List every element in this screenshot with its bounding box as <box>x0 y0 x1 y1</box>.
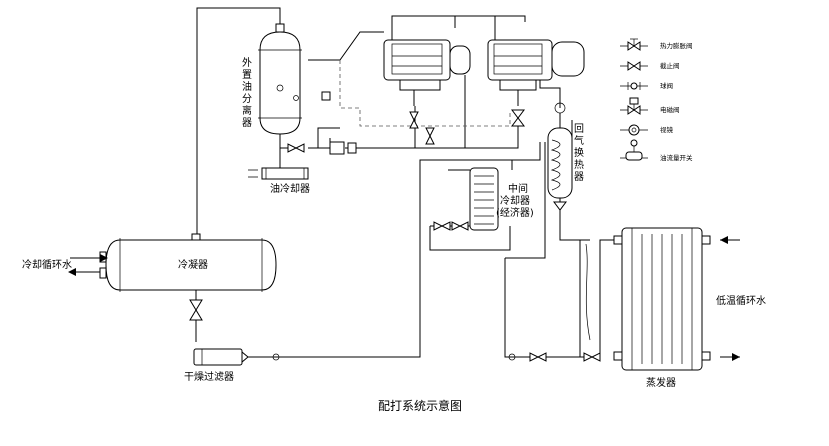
oil-cooler-label: 油冷却器 <box>270 182 310 195</box>
intermediate-cooler <box>469 167 499 231</box>
gas-hx-label-char: 换 <box>574 146 584 159</box>
gas-hx-label-char: 热 <box>574 158 584 171</box>
flow-arrows <box>68 236 740 361</box>
intermediate-cooler-label-line: (经济器) <box>496 206 534 219</box>
evaporator <box>613 227 711 371</box>
cooling-water-label: 冷却循环水 <box>22 258 72 271</box>
legend-label: 热力膨胀阀 <box>660 41 693 50</box>
solenoid-valve-icon <box>620 97 648 115</box>
oil-separator <box>258 23 331 135</box>
intermediate-cooler-label-line: 冷却器 <box>500 194 530 207</box>
piping <box>70 7 740 358</box>
legend-label: 视镜 <box>660 125 674 134</box>
low-temp-water-label: 低温循环水 <box>716 294 766 307</box>
compressor-1 <box>383 39 471 106</box>
evaporator-label: 蒸发器 <box>646 376 676 389</box>
gas-heat-exchanger <box>547 102 573 199</box>
oil-separator-label-char: 离 <box>242 104 252 117</box>
oil-cooler <box>248 167 309 180</box>
valves <box>189 109 601 362</box>
oil-separator-label: 外 置 油 分 离 器 <box>242 57 252 129</box>
condenser-label: 冷凝器 <box>178 258 208 271</box>
oil-separator-label-char: 器 <box>242 117 252 129</box>
stop-valve-icon <box>620 61 648 71</box>
gas-hx-label: 回 气 换 热 器 <box>574 123 584 183</box>
condenser <box>99 233 277 292</box>
filter-drier-label: 干燥过滤器 <box>184 370 234 383</box>
compressor-2 <box>487 39 585 106</box>
diagram-title: 配打系统示意图 <box>378 398 462 413</box>
legend-label: 电磁阀 <box>660 105 680 114</box>
gas-hx-label-char: 器 <box>574 171 584 183</box>
oil-separator-label-char: 外 <box>242 57 252 69</box>
intermediate-cooler-label-line: 中间 <box>508 182 528 195</box>
intermediate-cooler-label: 中间 冷却器 (经济器) <box>496 182 534 219</box>
legend: 热力膨胀阀 截止阀 球阀 电磁阀 <box>620 38 693 162</box>
oil-separator-label-char: 油 <box>242 80 252 93</box>
legend-label: 截止阀 <box>660 61 680 70</box>
thermal-expansion-valve-icon <box>620 38 648 51</box>
oil-separator-label-char: 置 <box>242 69 252 81</box>
ball-valve-icon <box>620 82 648 90</box>
gas-hx-label-char: 回 <box>574 123 584 135</box>
legend-label: 球阀 <box>660 81 673 90</box>
legend-label: 油流量开关 <box>660 153 693 162</box>
gas-hx-label-char: 气 <box>574 134 584 147</box>
oil-separator-label-char: 分 <box>242 93 252 105</box>
sight-glass-icon <box>620 124 648 136</box>
filter-drier <box>193 348 280 366</box>
flow-switch-icon <box>620 139 648 161</box>
